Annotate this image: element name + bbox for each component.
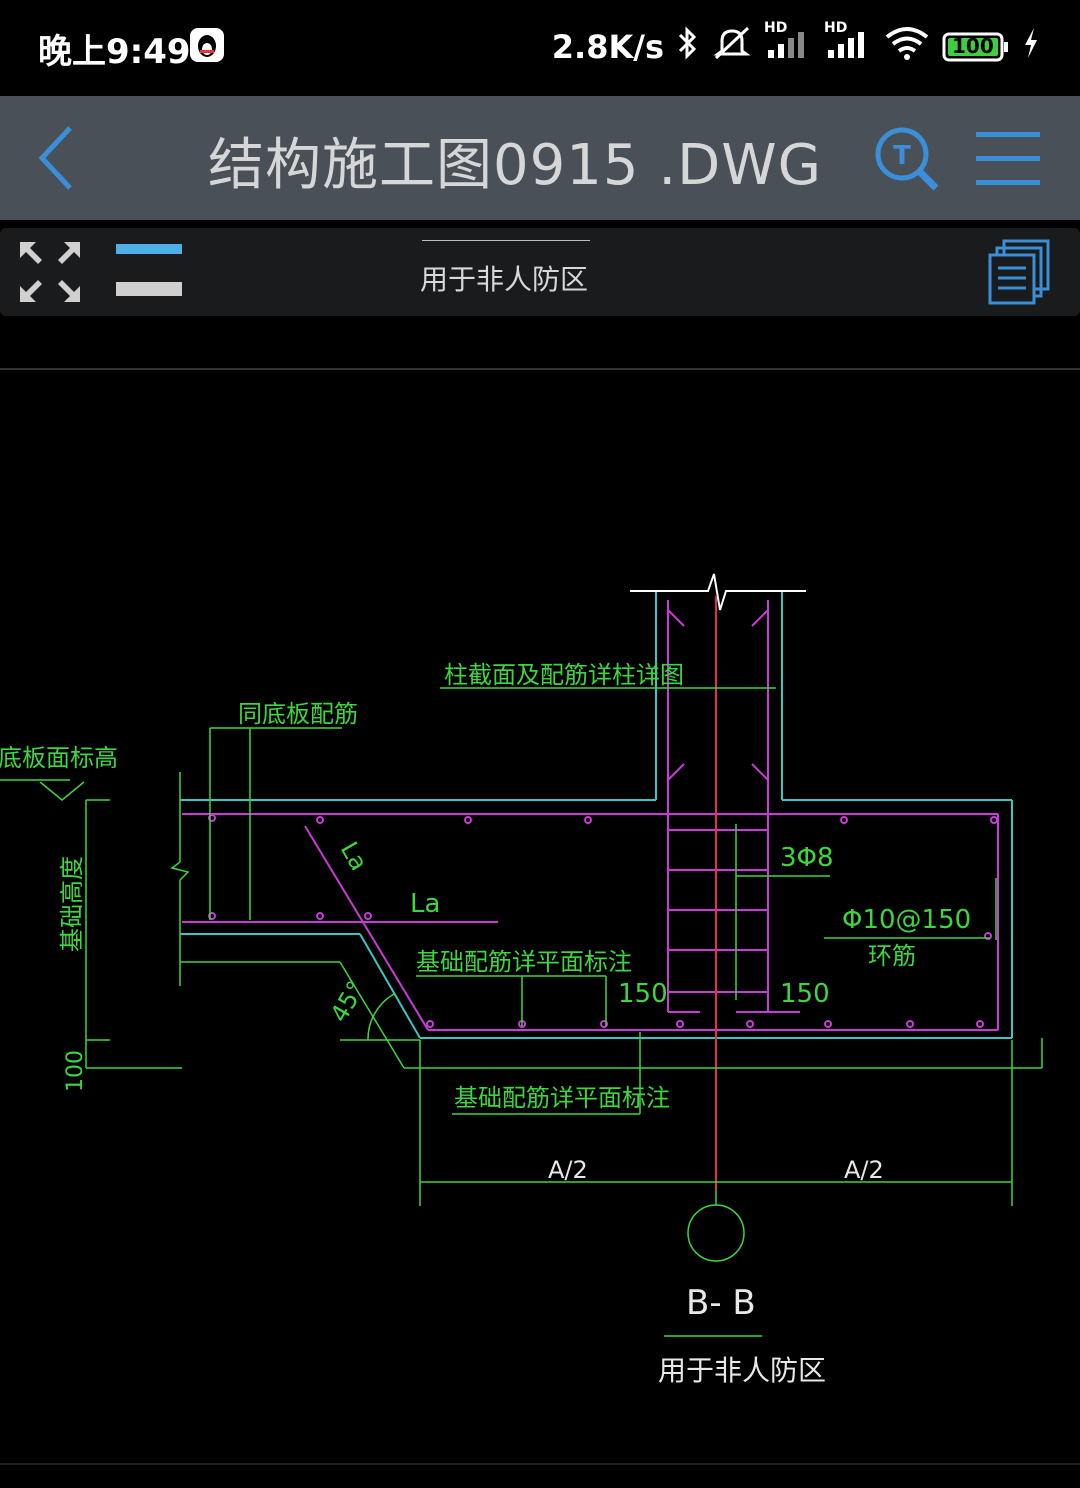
fit-screen-button[interactable] [18,240,82,308]
label-angle-45: 45° [325,976,371,1027]
layout-name[interactable]: 用于非人防区 [420,240,591,298]
text-search-button[interactable]: T [872,124,942,198]
label-dim-150-left: 150 [618,979,668,1009]
drawing-toolbar: 用于非人防区 [0,228,1080,316]
signal-icon-1: HD [764,20,812,68]
status-bar: 晚上9:49 2.8K/s HD HD 100 [0,0,1080,96]
qq-notification-icon [190,28,224,62]
label-same-slab: 同底板配筋 [238,700,358,728]
label-slab-elevation: 底板面标高 [0,744,118,772]
label-foundation-note-2: 基础配筋详平面标注 [454,1084,670,1112]
break-line [630,573,806,611]
section-title: B- B [686,1283,756,1323]
charging-icon [1022,26,1040,68]
title-bar: 结构施工图0915 .DWG T [0,96,1080,220]
rebar-lines [182,600,999,1031]
status-time: 晚上9:49 [38,32,191,72]
label-la: La [410,889,440,919]
status-indicators: 2.8K/s HD HD 100 [551,20,1040,72]
wifi-icon [884,25,930,69]
page-title: 结构施工图0915 .DWG [208,133,823,198]
battery-icon: 100 [942,32,1010,62]
svg-text:T: T [893,141,911,171]
rebar-dots [208,814,998,1028]
label-dim-150-right: 150 [780,979,830,1009]
signal-icon-2: HD [824,20,872,68]
layouts-button[interactable] [986,238,1052,310]
mute-icon [712,25,752,69]
label-rebar-3phi8: 3Φ8 [780,843,834,873]
label-half-a-right: A/2 [844,1156,884,1184]
label-la-slope: La [335,837,373,875]
annotation-lines [0,687,1043,1337]
bluetooth-icon [676,25,700,69]
menu-button[interactable] [974,128,1042,192]
section-subtitle: 用于非人防区 [658,1354,826,1387]
label-dim-100: 100 [63,1050,88,1092]
label-foundation-note-1: 基础配筋详平面标注 [416,948,632,976]
label-rebar-phi10: Φ10@150 [842,905,971,935]
label-ring-bar: 环筋 [868,942,916,970]
back-button[interactable] [36,124,76,196]
network-speed: 2.8K/s [551,28,664,66]
layer-toggle-button[interactable] [114,242,184,302]
label-column-note: 柱截面及配筋详柱详图 [444,661,684,689]
label-half-a-left: A/2 [548,1156,588,1184]
label-foundation-height: 基础高度 [58,856,86,952]
